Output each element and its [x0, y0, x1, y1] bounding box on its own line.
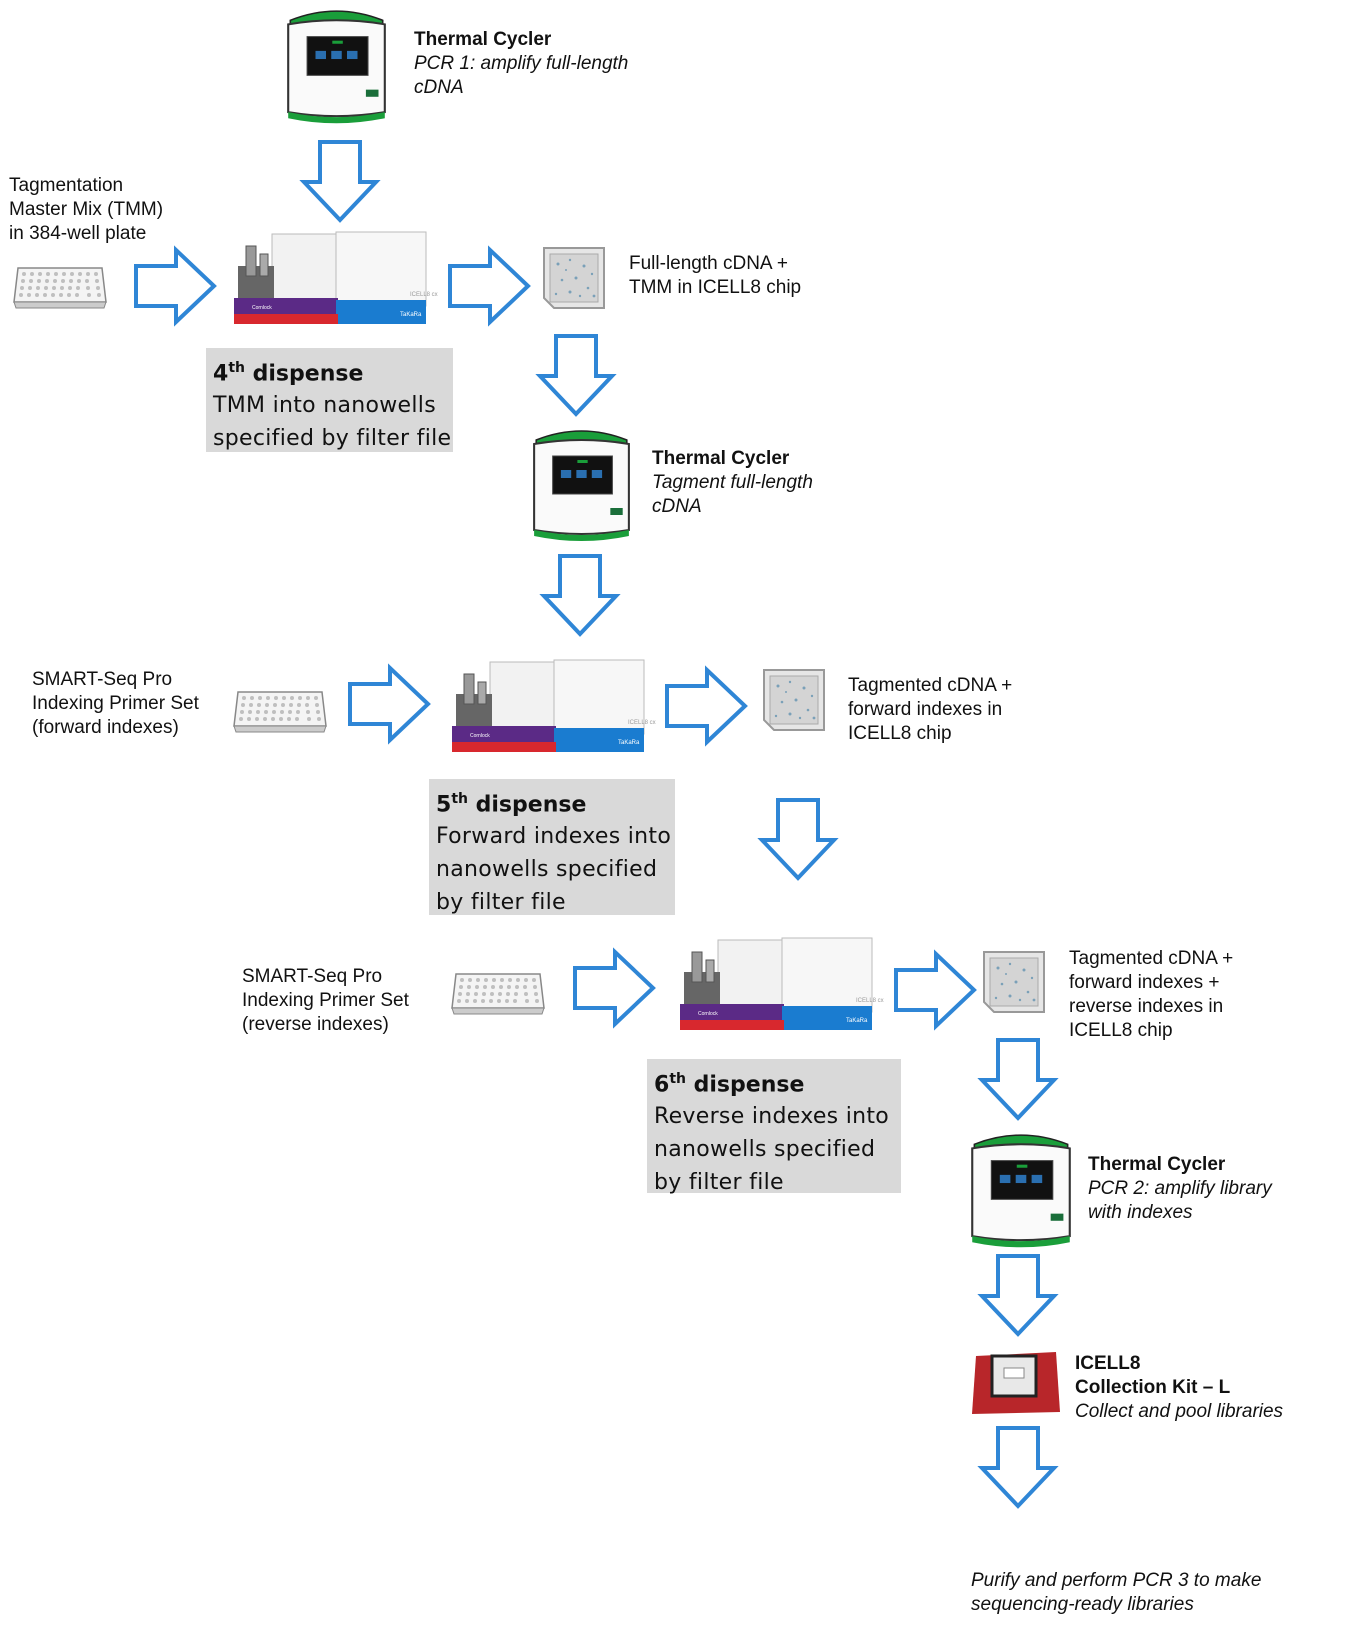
- thermal-cycler-1-label: Thermal Cycler PCR 1: amplify full-lengt…: [414, 28, 628, 100]
- dispense-6-line-3: by filter file: [654, 1170, 784, 1196]
- arrow-down-7: [980, 1426, 1056, 1508]
- chip-2-line-3: ICELL8 chip: [848, 723, 952, 744]
- dispense-5-heading: 5th dispense: [436, 791, 587, 818]
- dispense-5-line-1: Forward indexes into: [436, 824, 672, 850]
- dispense-4-box: 4th dispense TMM into nanowells specifie…: [206, 348, 453, 452]
- tmm-reagent-line-3: in 384-well plate: [9, 223, 147, 244]
- dispense-6-heading: 6th dispense: [654, 1071, 805, 1098]
- thermal-cycler-1-desc-1: PCR 1: amplify full-length: [414, 53, 629, 74]
- reverse-reagent-line-3: (reverse indexes): [242, 1014, 389, 1035]
- thermal-cycler-2-label: Thermal Cycler Tagment full-length cDNA: [652, 447, 813, 519]
- icell8-chip-1-image: [543, 247, 605, 309]
- icell8-chip-3-image: [983, 951, 1045, 1013]
- tmm-plate-image: [13, 267, 107, 309]
- thermal-cycler-3-image: [971, 1134, 1071, 1249]
- icell8-instrument-3-image: [679, 937, 885, 1031]
- chip-1-label: Full-length cDNA + TMM in ICELL8 chip: [629, 252, 801, 300]
- thermal-cycler-1-image: [287, 10, 386, 125]
- dispense-5-line-2: nanowells specified: [436, 857, 658, 883]
- final-step-line-2: sequencing-ready libraries: [971, 1594, 1194, 1615]
- icell8-instrument-1-image: [233, 231, 439, 325]
- collection-kit-title-2: Collection Kit – L: [1075, 1377, 1231, 1398]
- dispense-5-line-3: by filter file: [436, 890, 566, 916]
- tmm-reagent-label: Tagmentation Master Mix (TMM) in 384-wel…: [9, 174, 163, 246]
- thermal-cycler-3-title: Thermal Cycler: [1088, 1154, 1226, 1175]
- forward-index-plate-image: [233, 691, 327, 733]
- chip-1-line-1: Full-length cDNA +: [629, 253, 788, 274]
- tmm-reagent-line-1: Tagmentation: [9, 175, 124, 196]
- arrow-right-4: [665, 668, 747, 744]
- dispense-4-line-1: TMM into nanowells: [213, 393, 436, 419]
- reverse-reagent-line-2: Indexing Primer Set: [242, 990, 409, 1011]
- final-step-label: Purify and perform PCR 3 to make sequenc…: [971, 1569, 1261, 1617]
- icell8-chip-2-image: [763, 669, 825, 731]
- thermal-cycler-3-desc-2: with indexes: [1088, 1202, 1193, 1223]
- forward-reagent-line-2: Indexing Primer Set: [32, 693, 199, 714]
- arrow-right-2: [448, 248, 530, 324]
- collection-kit-title-1: ICELL8: [1075, 1353, 1141, 1374]
- collection-kit-desc: Collect and pool libraries: [1075, 1401, 1284, 1422]
- arrow-right-3: [348, 666, 430, 742]
- final-step-line-1: Purify and perform PCR 3 to make: [971, 1570, 1262, 1591]
- thermal-cycler-1-title: Thermal Cycler: [414, 29, 552, 50]
- reverse-reagent-line-1: SMART-Seq Pro: [242, 966, 383, 987]
- thermal-cycler-2-desc-2: cDNA: [652, 496, 702, 517]
- icell8-instrument-2-image: [451, 659, 657, 753]
- dispense-6-box: 6th dispense Reverse indexes into nanowe…: [647, 1059, 901, 1195]
- arrow-down-2: [538, 334, 614, 416]
- chip-2-label: Tagmented cDNA + forward indexes in ICEL…: [848, 674, 1012, 746]
- dispense-4-heading: 4th dispense: [213, 360, 364, 387]
- thermal-cycler-3-desc-1: PCR 2: amplify library: [1088, 1178, 1272, 1199]
- thermal-cycler-2-title: Thermal Cycler: [652, 448, 790, 469]
- dispense-6-line-1: Reverse indexes into: [654, 1104, 890, 1130]
- arrow-down-1: [302, 140, 378, 222]
- chip-3-line-1: Tagmented cDNA +: [1069, 948, 1234, 969]
- tmm-reagent-line-2: Master Mix (TMM): [9, 199, 164, 220]
- chip-1-line-2: TMM in ICELL8 chip: [629, 277, 802, 298]
- arrow-down-3: [542, 554, 618, 636]
- arrow-right-5: [573, 950, 655, 1026]
- arrow-down-4: [760, 798, 836, 880]
- arrow-right-1: [134, 248, 216, 324]
- reverse-index-plate-image: [451, 973, 545, 1015]
- arrow-right-6: [894, 952, 976, 1028]
- arrow-down-5: [980, 1038, 1056, 1120]
- thermal-cycler-2-image: [533, 429, 630, 543]
- forward-reagent-line-1: SMART-Seq Pro: [32, 669, 173, 690]
- thermal-cycler-1-desc-2: cDNA: [414, 77, 464, 98]
- collection-kit-label: ICELL8 Collection Kit – L Collect and po…: [1075, 1352, 1283, 1424]
- chip-2-line-1: Tagmented cDNA +: [848, 675, 1013, 696]
- arrow-down-6: [980, 1254, 1056, 1336]
- thermal-cycler-2-desc-1: Tagment full-length: [652, 472, 813, 493]
- forward-reagent-line-3: (forward indexes): [32, 717, 179, 738]
- chip-3-line-4: ICELL8 chip: [1069, 1020, 1173, 1041]
- chip-2-line-2: forward indexes in: [848, 699, 1003, 720]
- reverse-reagent-label: SMART-Seq Pro Indexing Primer Set (rever…: [242, 965, 409, 1037]
- dispense-5-box: 5th dispense Forward indexes into nanowe…: [429, 779, 675, 915]
- forward-reagent-label: SMART-Seq Pro Indexing Primer Set (forwa…: [32, 668, 199, 740]
- dispense-4-line-2: specified by filter file: [213, 426, 452, 452]
- collection-kit-image: [972, 1352, 1060, 1414]
- chip-3-line-2: forward indexes +: [1069, 972, 1220, 993]
- thermal-cycler-3-label: Thermal Cycler PCR 2: amplify library wi…: [1088, 1153, 1272, 1225]
- chip-3-line-3: reverse indexes in: [1069, 996, 1224, 1017]
- dispense-6-line-2: nanowells specified: [654, 1137, 876, 1163]
- chip-3-label: Tagmented cDNA + forward indexes + rever…: [1069, 947, 1233, 1043]
